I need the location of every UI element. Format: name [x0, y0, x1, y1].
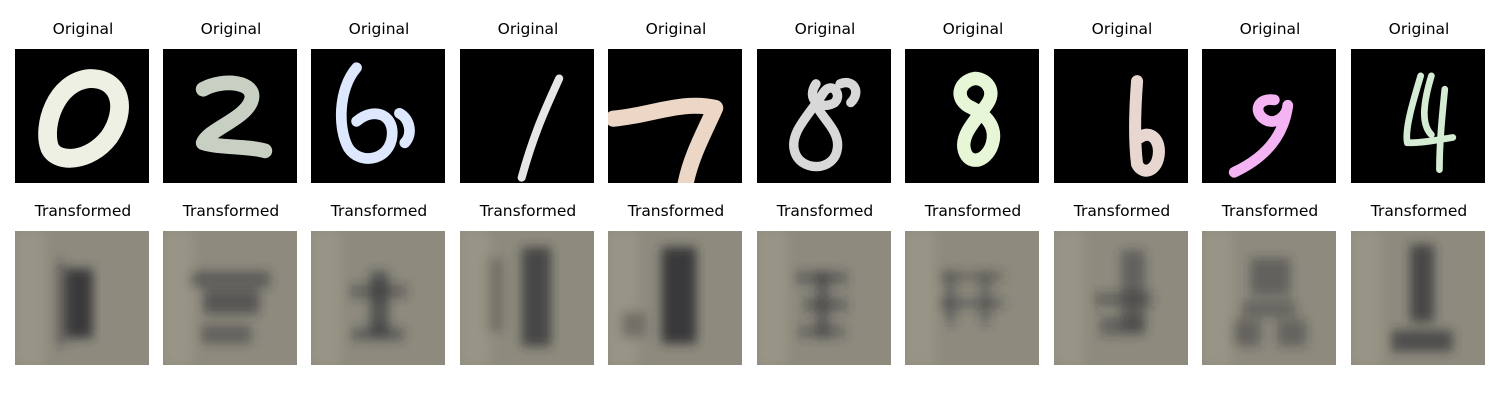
dark-region [1250, 257, 1291, 296]
transformed-panel-5: Transformed [608, 202, 744, 365]
transformed-title: Transformed [924, 202, 1022, 220]
dark-region [980, 271, 991, 325]
dark-region [200, 324, 252, 344]
dark-region [1242, 300, 1296, 317]
original-title: Original [645, 20, 707, 38]
transformed-image [15, 231, 149, 365]
digit-image [608, 49, 742, 183]
transformed-image [460, 231, 594, 365]
dark-region [521, 247, 552, 347]
digit-stroke [1228, 94, 1294, 178]
digit-image [1351, 49, 1485, 183]
transformed-panel-2: Transformed [163, 202, 299, 365]
transformed-image [905, 231, 1039, 365]
transformed-panel-3: Transformed [311, 202, 447, 365]
original-title: Original [1239, 20, 1301, 38]
digit-stroke [608, 97, 724, 183]
original-title: Original [1091, 20, 1153, 38]
original-panel-5: Original [608, 20, 744, 183]
transformed-panel-8: Transformed [1054, 202, 1190, 365]
transformed-image [757, 231, 891, 365]
dark-region [1409, 244, 1435, 323]
transformed-title: Transformed [627, 202, 725, 220]
original-panel-8: Original [1054, 20, 1190, 183]
transformed-panel-10: Transformed [1351, 202, 1487, 365]
transformed-panel-1: Transformed [15, 202, 151, 365]
image-background [1351, 49, 1485, 183]
original-panel-10: Original [1351, 20, 1487, 183]
dark-region [55, 260, 66, 347]
dark-region [65, 268, 93, 339]
original-title: Original [794, 20, 856, 38]
digit-stroke [38, 69, 129, 168]
dark-region [203, 289, 260, 315]
transformed-image [608, 231, 742, 365]
original-title: Original [497, 20, 559, 38]
transformed-title: Transformed [34, 202, 132, 220]
transformed-panel-6: Transformed [757, 202, 893, 365]
transformed-title: Transformed [182, 202, 280, 220]
dark-region [189, 271, 271, 288]
digit-image [311, 49, 445, 183]
transformed-panel-9: Transformed [1202, 202, 1338, 365]
digit-stroke [517, 74, 564, 182]
transformed-image [1202, 231, 1336, 365]
dark-region [351, 327, 405, 341]
transformed-image [1351, 231, 1485, 365]
digit-stroke [195, 75, 273, 159]
dark-region [1094, 292, 1154, 307]
digit-stroke [1403, 72, 1457, 173]
transformed-title: Transformed [1370, 202, 1468, 220]
transformed-image [1054, 231, 1188, 365]
original-title: Original [1388, 20, 1450, 38]
digit-stroke [789, 79, 843, 172]
dark-region [937, 271, 1005, 282]
original-title: Original [52, 20, 114, 38]
digit-image [460, 49, 594, 183]
digit-image [757, 49, 891, 183]
digit-stroke [953, 71, 1001, 167]
original-panel-3: Original [311, 20, 447, 183]
dark-region [1231, 319, 1261, 347]
dark-region [945, 271, 956, 325]
digit-stroke [835, 77, 861, 108]
digit-image [15, 49, 149, 183]
transformed-title: Transformed [776, 202, 874, 220]
transformed-panel-4: Transformed [460, 202, 596, 365]
dark-region [369, 271, 389, 336]
original-panel-1: Original [15, 20, 151, 183]
digit-stroke [1129, 75, 1165, 177]
transformed-panel-7: Transformed [905, 202, 1041, 365]
image-background [1054, 49, 1188, 183]
transformed-title: Transformed [479, 202, 577, 220]
dark-region [486, 257, 503, 333]
transformed-title: Transformed [330, 202, 428, 220]
original-panel-6: Original [757, 20, 893, 183]
transformed-image [311, 231, 445, 365]
original-title: Original [942, 20, 1004, 38]
dark-region [815, 271, 830, 339]
transformed-title: Transformed [1073, 202, 1171, 220]
digit-stroke [394, 107, 415, 149]
original-panel-4: Original [460, 20, 596, 183]
digit-image [163, 49, 297, 183]
digit-image [905, 49, 1039, 183]
digit-stroke [335, 62, 398, 164]
original-panel-9: Original [1202, 20, 1338, 183]
dark-region [1099, 316, 1146, 336]
original-panel-2: Original [163, 20, 299, 183]
digit-image [1202, 49, 1336, 183]
original-title: Original [348, 20, 410, 38]
original-title: Original [200, 20, 262, 38]
dark-region [661, 247, 697, 344]
dark-region [1391, 330, 1453, 352]
transformed-image [163, 231, 297, 365]
dark-region [621, 311, 646, 339]
dark-region [1277, 319, 1307, 347]
original-panel-7: Original [905, 20, 1041, 183]
dark-region [937, 298, 1005, 309]
digit-image [1054, 49, 1188, 183]
transformed-title: Transformed [1221, 202, 1319, 220]
